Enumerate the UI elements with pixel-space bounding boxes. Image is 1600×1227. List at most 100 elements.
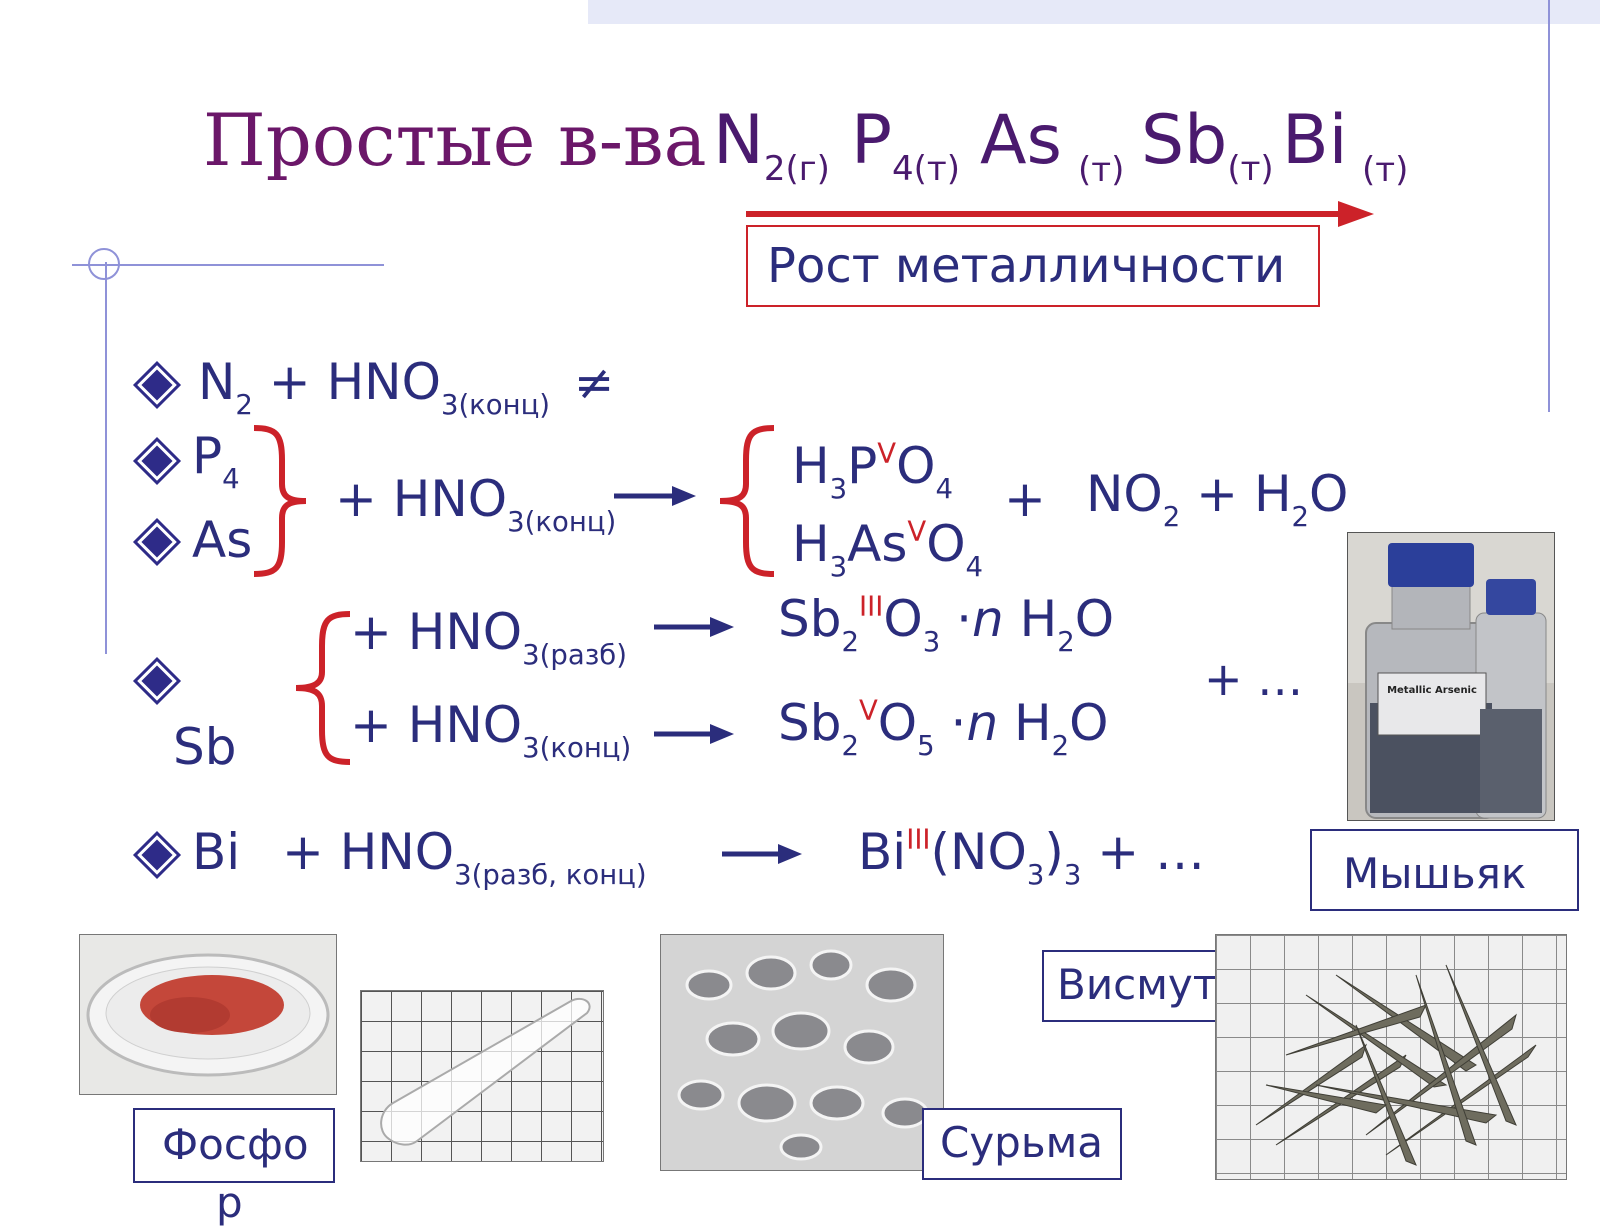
antimony-symbol: Sb (173, 718, 237, 776)
bismuth-caption-box (1042, 950, 1244, 1022)
title-arsenic: As (980, 101, 1062, 180)
nitric-acid: + HNO (335, 470, 508, 528)
decor-circle-icon (88, 248, 120, 280)
index: 2 (1051, 730, 1070, 763)
title-bismuth-state: (т) (1362, 150, 1409, 190)
index: 4 (965, 551, 984, 584)
nitrogen-dioxide: NO (1086, 465, 1163, 523)
antimony-brace-icon (295, 611, 351, 765)
water-h: H (1003, 590, 1058, 648)
hydrate-n: n (966, 694, 999, 752)
index: 3 (829, 473, 848, 506)
metallicity-box (746, 225, 1320, 307)
water-o: O (1069, 694, 1109, 752)
product-bismuth-nitrate: BiIII(NO3)3 + … (858, 823, 1205, 891)
slide-title: Простые в-ва (203, 98, 707, 182)
title-nitrogen-symbol: N (713, 101, 764, 180)
plus-sign: + (1004, 470, 1046, 528)
phosphorus: P (847, 437, 878, 495)
index: 2 (841, 626, 859, 659)
no-reaction-sign: ≠ (574, 355, 615, 411)
nitrate: (NO (930, 823, 1027, 881)
antimony-caption: Сурьма (940, 1118, 1104, 1167)
nitrogen-symbol: N (198, 353, 236, 411)
phosphorus-index: 4 (222, 463, 240, 496)
bismuth-shards-image (1255, 964, 1537, 1166)
oxygen: O (896, 437, 936, 495)
oxidation-state: III (858, 590, 884, 623)
hydrogen: H (792, 515, 830, 573)
decor-vertical-line-left (105, 262, 107, 654)
reaction-sb-conc: + HNO3(конц) (350, 696, 631, 764)
nitric-acid: + HNO (252, 353, 441, 411)
reaction-arrow-icon (614, 486, 696, 506)
oxidation-state: V (858, 694, 878, 727)
reaction-arrow-icon (654, 724, 734, 744)
arsenic-formula: As (192, 511, 253, 569)
glass-vial-image (380, 997, 591, 1146)
hydrogen: H (792, 437, 830, 495)
index: 2 (841, 730, 859, 763)
bullet-diamond-icon (137, 365, 177, 405)
red-phosphorus-image (80, 935, 336, 1094)
bullet-diamond-icon (137, 522, 177, 562)
reaction-nitrogen: N2 + HNO3(конц) (198, 353, 550, 421)
title-phosphorus-symbol: P (851, 101, 893, 180)
oxidation-state: V (907, 515, 927, 548)
oxygen: O (883, 590, 923, 648)
index: 3 (829, 551, 848, 584)
antimony-photo (660, 934, 944, 1171)
nitric-acid-index: 3(разб, конц) (454, 859, 647, 892)
reaction-bi-acid: + HNO3(разб, конц) (282, 823, 647, 891)
phosphorus-symbol: P (192, 427, 223, 485)
product-brace-icon (719, 425, 775, 577)
oxidation-state: V (877, 437, 897, 470)
oxygen: O (926, 515, 966, 573)
index: 3 (922, 626, 941, 659)
hydrate-n: n (971, 590, 1004, 648)
bi-tail: + … (1081, 823, 1206, 881)
arsenic-photo: Metallic Arsenic (1347, 532, 1555, 821)
title-nitrogen: N2(г) (713, 101, 830, 189)
arsenic-caption: Мышьяк (1343, 849, 1527, 898)
sb-tail: + … (1204, 652, 1304, 706)
nitric-acid-index: 3(разб) (522, 639, 627, 672)
nitric-acid-index: 3(конц) (507, 506, 617, 539)
antimony-lumps-image (661, 935, 943, 1170)
phosphorus-caption: Фосфо (162, 1120, 309, 1169)
bismuth-photo (1215, 934, 1567, 1180)
nitric-acid: + HNO (350, 696, 523, 754)
index: 5 (917, 730, 935, 763)
nitric-acid-index: 3(конц) (440, 389, 551, 422)
product-sb2o3: Sb2IIIO3 ·n H2O (778, 590, 1114, 658)
phosphorus-caption-box (133, 1108, 335, 1183)
title-phosphorus: P4(т) (851, 101, 960, 189)
index: 2 (1291, 501, 1310, 534)
bismuth-caption: Висмут (1057, 960, 1218, 1009)
bismuth: Bi (858, 823, 907, 881)
antimony: Sb (778, 590, 842, 648)
phosphorus-vial-photo (360, 990, 604, 1162)
title-antimony: Sb(т) (1141, 101, 1274, 189)
product-no2-water: NO2 + H2O (1086, 465, 1348, 533)
phosphorus-formula: P4 (192, 427, 240, 495)
hydrate-dot: · (940, 590, 972, 648)
antimony-caption-box (922, 1108, 1122, 1180)
decor-horizontal-line (72, 264, 384, 266)
water-h: H (998, 694, 1052, 752)
phosphorus-caption-wrap: р (216, 1178, 243, 1227)
product-arsenic-acid: H3AsVO4 (792, 515, 983, 583)
title-antimony-state: (т) (1227, 149, 1274, 189)
reactant-brace-icon (253, 425, 307, 577)
nitrogen-index: 2 (235, 389, 253, 422)
product-sb2o5: Sb2VO5 ·n H2O (778, 694, 1109, 762)
nitric-acid: + HNO (282, 823, 455, 881)
reaction-sb-dilute: + HNO3(разб) (350, 603, 627, 671)
water-h: + H (1180, 465, 1292, 523)
title-nitrogen-state: 2(г) (763, 149, 830, 189)
product-phosphoric-acid: H3PVO4 (792, 437, 953, 505)
metallicity-arrow-icon (746, 201, 1374, 227)
decor-vertical-line-right (1548, 0, 1550, 412)
bracket: ) (1044, 823, 1064, 881)
water-o: O (1309, 465, 1349, 523)
